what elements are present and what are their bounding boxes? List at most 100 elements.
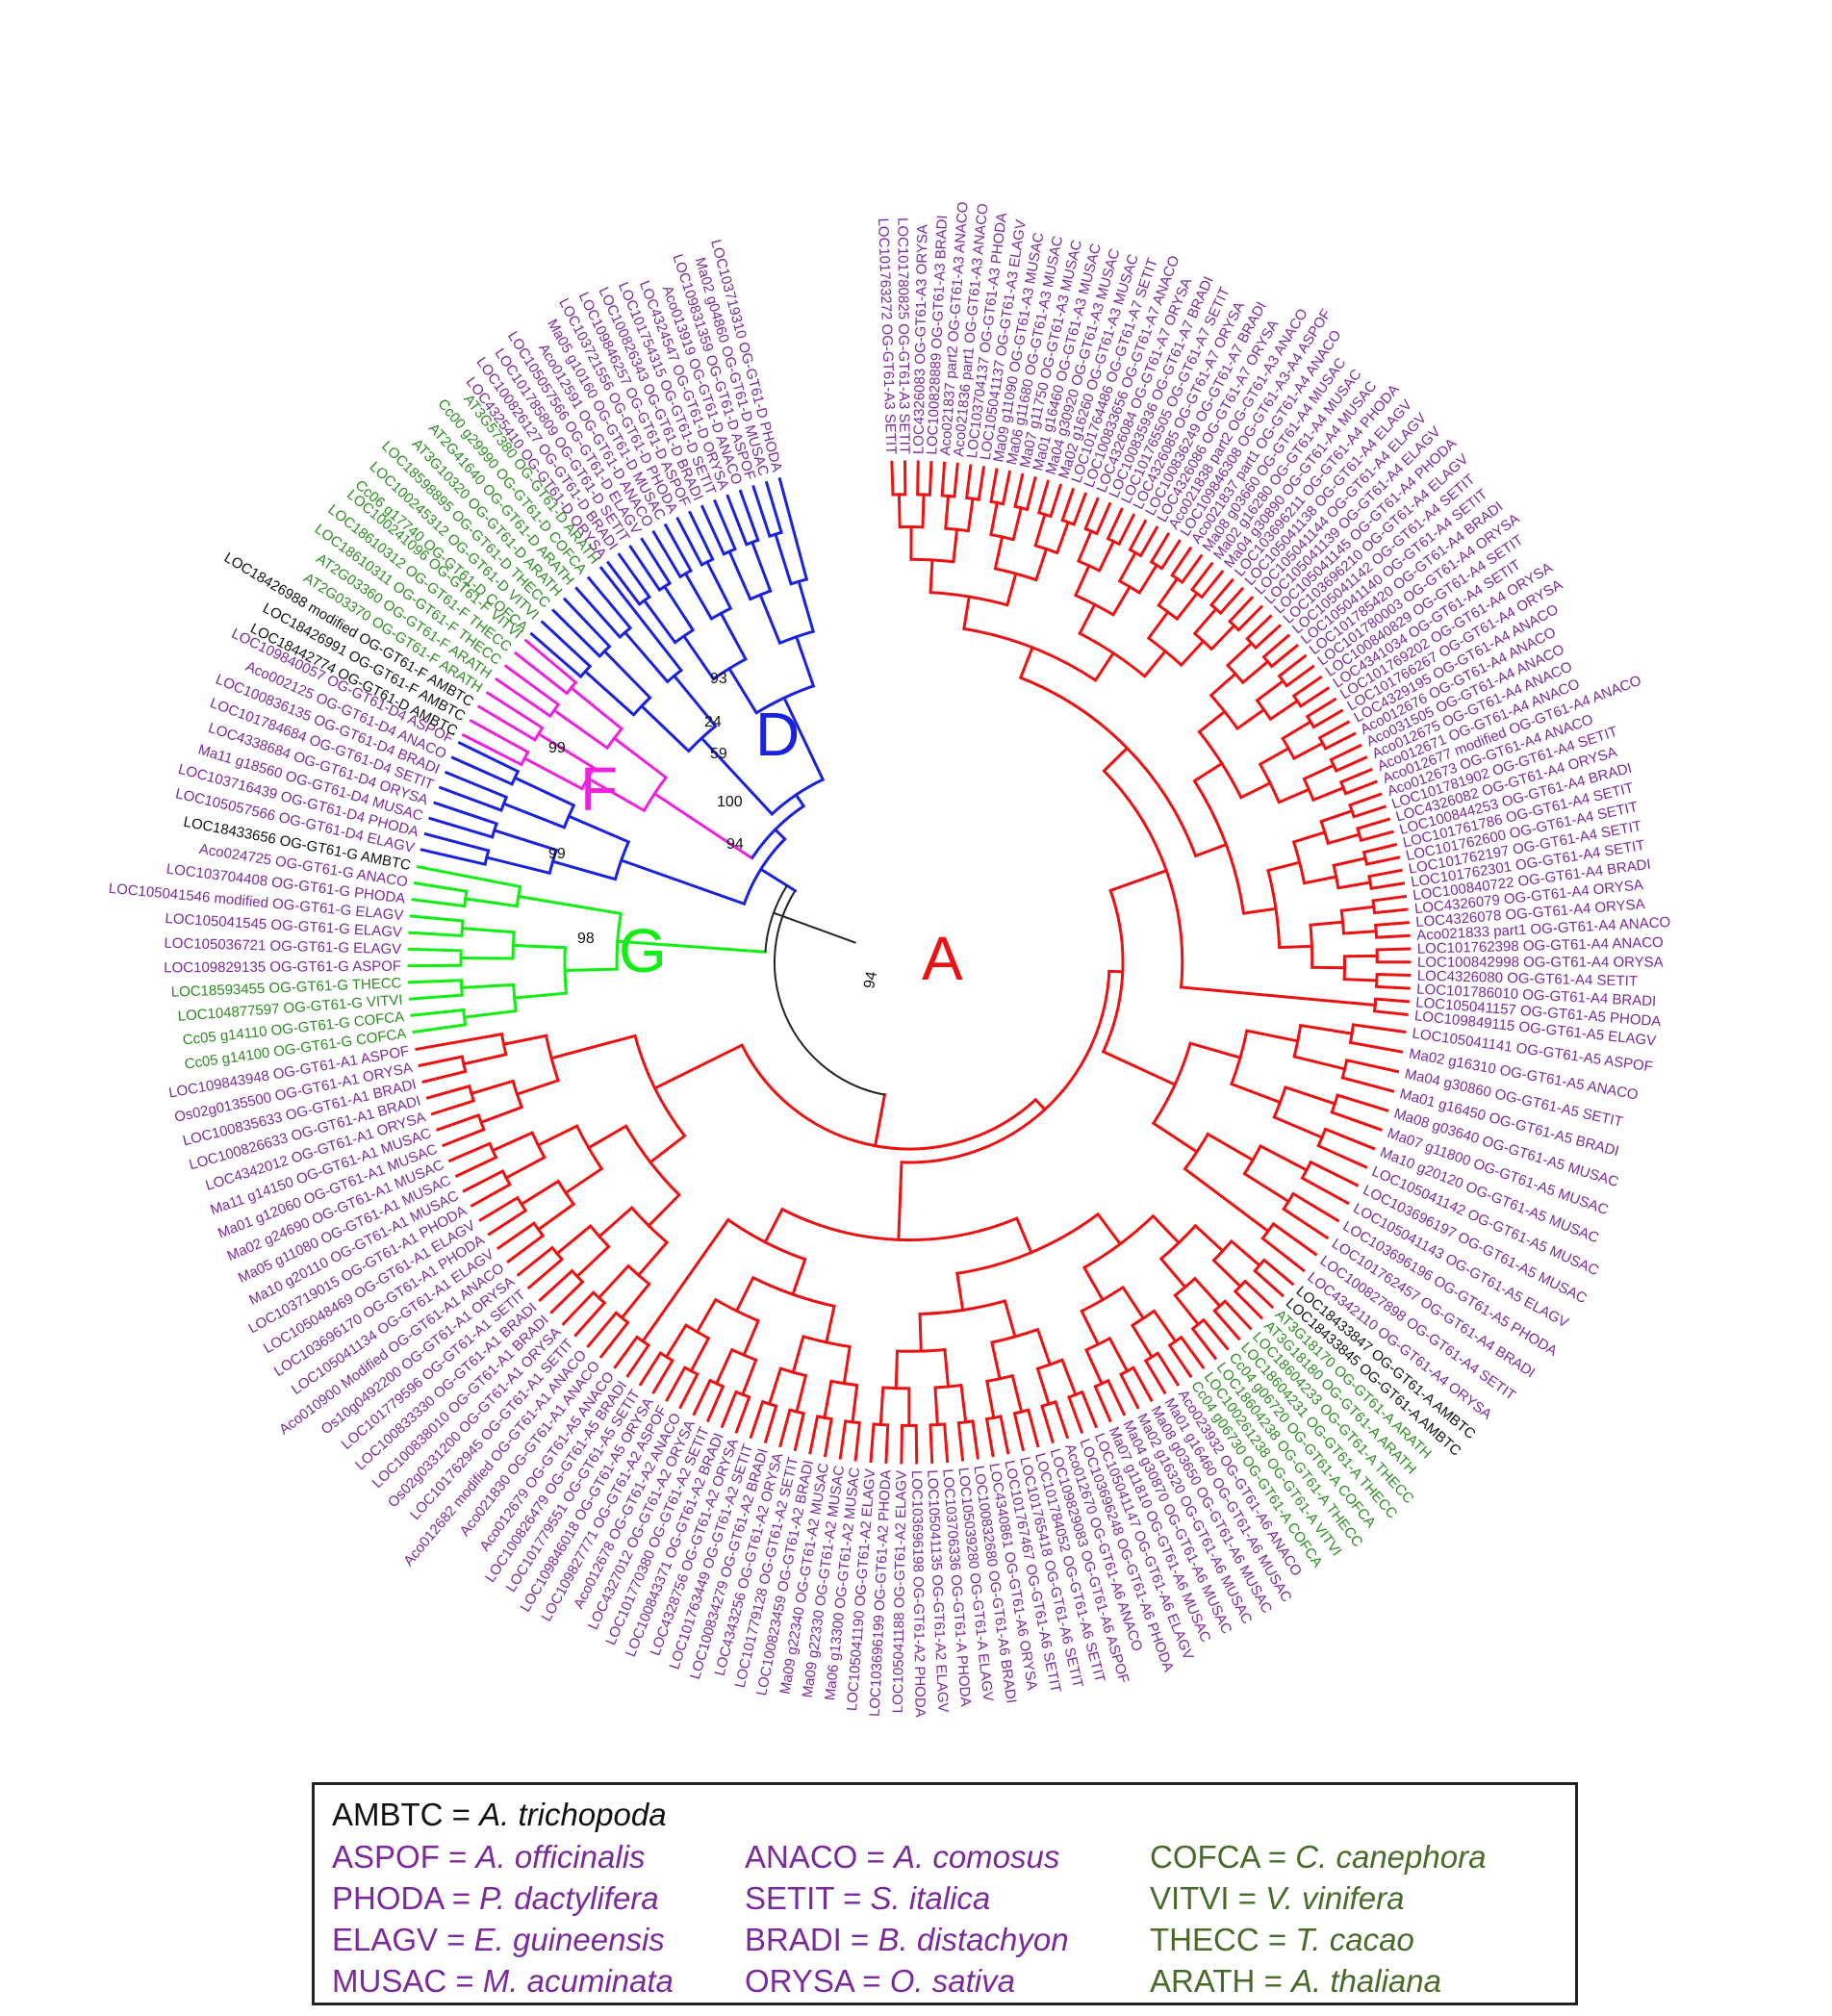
clade-d-branch (567, 814, 631, 844)
clade-a-branch (487, 1208, 528, 1237)
clade-a-branch (1081, 1265, 1106, 1302)
clade-a-branch (1260, 1236, 1306, 1273)
clade-a-branch (1188, 1041, 1242, 1059)
clade-a-branch (1259, 1143, 1309, 1173)
legend-code: ORYSA (745, 1963, 854, 1999)
clade-a-branch (929, 558, 934, 595)
clade-a-branch (1234, 707, 1266, 731)
clade-a-branch (1261, 1258, 1295, 1287)
clade-d-branch (423, 831, 491, 853)
clade-a-branch (1192, 761, 1224, 783)
clade-d-branch (598, 566, 684, 673)
clade-a-branch (597, 1205, 634, 1239)
clade-a-branch (1137, 563, 1159, 596)
clade-a-branch (1117, 513, 1136, 547)
clade-a-branch (1317, 720, 1351, 740)
clade-a-branch (1316, 1143, 1368, 1169)
clade-a-branch (778, 1408, 792, 1448)
clade-f-branch (469, 718, 530, 754)
legend-separator: = (841, 1922, 878, 1957)
clade-a-branch (1005, 572, 1018, 607)
clade-a-branch (1291, 675, 1323, 699)
clade-a-branch (929, 1423, 934, 1465)
legend-separator: = (1229, 1880, 1266, 1916)
clade-a-branch (549, 1280, 585, 1314)
clade-a-branch (740, 1358, 758, 1397)
clade-a-branch (793, 1411, 806, 1452)
clade-d-branch (704, 559, 733, 611)
legend-entry-musac: MUSAC = M. acuminata (332, 1963, 674, 2000)
clade-a-branch (1374, 997, 1411, 1004)
clade-a-branch (1190, 1326, 1218, 1361)
legend-separator: = (443, 1797, 480, 1832)
clade-g-branch (408, 931, 464, 937)
clade-a-branch (1292, 1055, 1347, 1071)
legend-species: O. sativa (889, 1963, 1015, 1999)
clade-a-branch (1003, 1299, 1017, 1339)
clade-a-branch (795, 1373, 808, 1414)
clade-a-branch (1369, 881, 1406, 891)
clade-a-branch (1218, 586, 1245, 616)
clade-g-branch (416, 865, 522, 889)
clade-a-branch (598, 1320, 630, 1359)
clade-g-branch (412, 1023, 468, 1034)
clade-d-branch (501, 802, 567, 829)
clade-a-branch (1083, 497, 1100, 531)
legend-separator: = (446, 1963, 483, 1999)
legend-entry-vitvi: VITVI = V. vinifera (1150, 1880, 1404, 1917)
clade-a-branch (519, 1179, 561, 1207)
clade-d-branch (605, 560, 642, 606)
clade-a-branch (1151, 1213, 1182, 1245)
clade-a-branch (1097, 539, 1116, 573)
clade-a-branch (763, 1404, 778, 1443)
clade-label-f: F (580, 754, 618, 824)
clade-a-branch (1326, 832, 1361, 846)
clade-a-branch (916, 460, 920, 497)
clade-a-branch (1338, 767, 1373, 784)
clade-a-branch (964, 464, 973, 500)
clade-a-branch (734, 1275, 755, 1314)
clade-a-branch (1193, 1223, 1225, 1254)
clade-a-branch (620, 1282, 651, 1320)
clade-d-branch (794, 634, 816, 688)
clade-a-branch (966, 497, 975, 533)
clade-f-branch (569, 685, 624, 731)
legend-entry-arath: ARATH = A. thaliana (1150, 1963, 1441, 2000)
clade-a-branch (943, 1347, 951, 1389)
clade-a-branch (1128, 519, 1148, 552)
clade-a-branch (1018, 645, 1034, 680)
clade-d-branch (751, 484, 772, 539)
clade-a-branch (536, 1124, 579, 1148)
clade-d-branch (562, 597, 612, 649)
clade-a-branch (1229, 1082, 1283, 1105)
clade-label-g: G (619, 916, 667, 985)
clade-a-branch (1310, 785, 1346, 803)
clade-a-branch (574, 1244, 611, 1279)
clade-a-branch (1040, 1404, 1055, 1444)
legend-species: T. cacao (1295, 1922, 1414, 1957)
clade-d-branch (529, 631, 583, 679)
clade-a-branch (1291, 1191, 1340, 1223)
clade-f-branch (476, 704, 538, 742)
clade-a-branch (1107, 1336, 1130, 1373)
clade-d-branch (688, 510, 715, 562)
clade-d-branch (777, 476, 809, 581)
clade-a-branch (1107, 969, 1125, 974)
legend-entry-thecc: THECC = T. cacao (1150, 1922, 1414, 1958)
clade-a-branch (1352, 804, 1387, 819)
clade-a-branch (1209, 624, 1236, 651)
leaf-label: LOC105041188 OG-GT61-A2 ELAGV (890, 1470, 910, 1714)
clade-a-branch (1110, 584, 1132, 617)
clade-a-branch (442, 1127, 486, 1148)
legend-code: ANACO (745, 1839, 858, 1875)
clade-a-branch (1209, 577, 1234, 607)
clade-a-branch (1151, 1121, 1200, 1155)
clade-d-branch (551, 608, 602, 659)
clade-a-branch (1277, 787, 1311, 804)
bootstrap-99-f: 99 (548, 740, 566, 756)
clade-a-branch (734, 1394, 751, 1434)
clade-a-branch (1233, 1289, 1264, 1320)
legend-entry-orysa: ORYSA = O. sativa (745, 1963, 1015, 2000)
clade-a-branch (1236, 604, 1264, 632)
clade-a-branch (652, 1043, 745, 1090)
